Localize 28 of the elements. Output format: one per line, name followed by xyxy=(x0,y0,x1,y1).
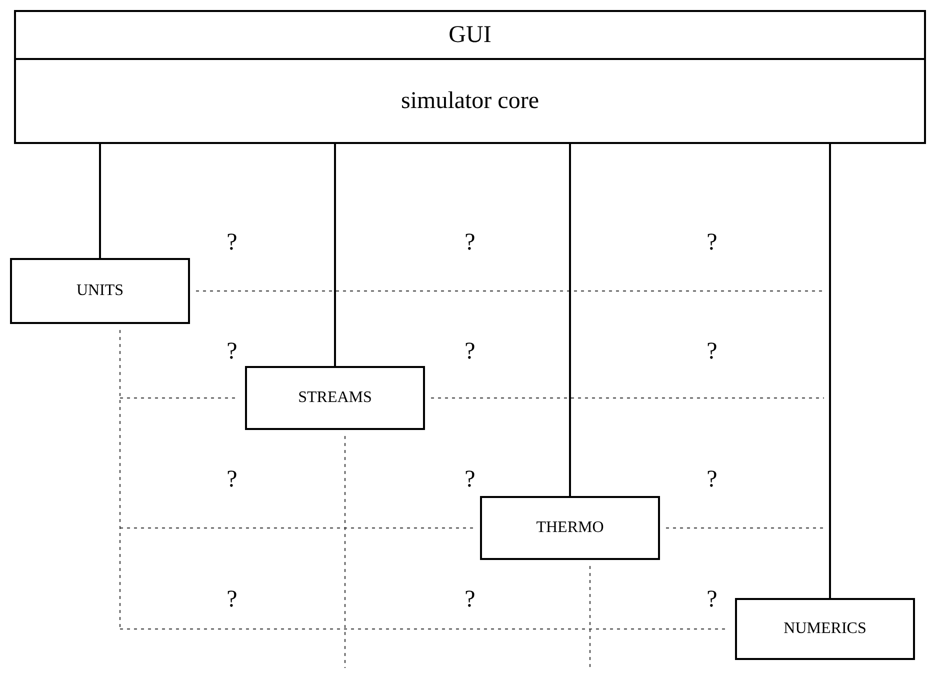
connector-line xyxy=(99,144,101,258)
box-label: STREAMS xyxy=(298,389,372,407)
question-mark: ? xyxy=(464,586,476,614)
box-label: THERMO xyxy=(536,519,604,537)
question-mark: ? xyxy=(706,338,718,366)
box-label: GUI xyxy=(448,22,492,48)
question-mark: ? xyxy=(226,338,238,366)
module-box xyxy=(735,598,915,660)
connector-line xyxy=(829,144,831,598)
question-mark: ? xyxy=(706,586,718,614)
question-mark: ? xyxy=(226,466,238,494)
question-mark: ? xyxy=(226,230,238,256)
box-label: NUMERICS xyxy=(784,620,866,638)
module-box xyxy=(10,258,190,324)
module-box xyxy=(480,496,660,560)
question-mark: ? xyxy=(464,466,476,494)
question-mark: ? xyxy=(706,230,718,256)
module-box xyxy=(245,366,425,430)
question-mark: ? xyxy=(226,586,238,614)
layer-box xyxy=(14,10,926,60)
box-label: UNITS xyxy=(76,282,124,300)
connector-line xyxy=(334,144,336,366)
question-mark: ? xyxy=(464,230,476,256)
question-mark: ? xyxy=(464,338,476,366)
question-mark: ? xyxy=(706,466,718,494)
connector-line xyxy=(569,144,571,496)
box-label: simulator core xyxy=(401,88,539,114)
layer-box xyxy=(14,58,926,144)
